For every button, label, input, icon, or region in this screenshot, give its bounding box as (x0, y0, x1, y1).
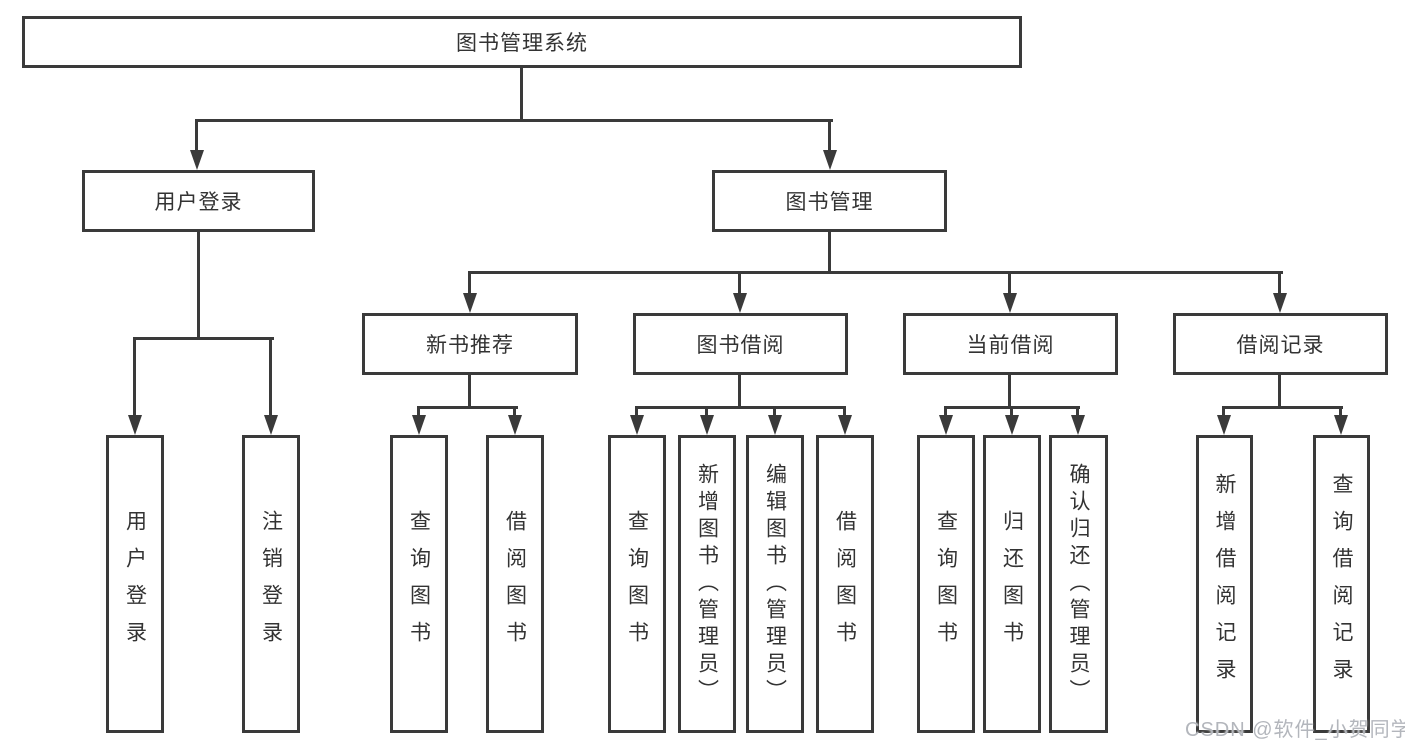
connector-line (1278, 375, 1281, 409)
connector-line (705, 406, 708, 419)
connector-line (134, 337, 274, 340)
node-leaf-borrow-book-2: 借阅图书 (816, 435, 874, 733)
connector-line (828, 119, 831, 153)
connector-line (417, 406, 420, 419)
connector-line (773, 406, 776, 419)
connector-line (738, 271, 741, 296)
connector-line (636, 406, 846, 409)
node-borrow-records: 借阅记录 (1173, 313, 1388, 375)
node-leaf-logout: 注销登录 (242, 435, 300, 733)
arrowhead-down-icon (1334, 415, 1348, 435)
connector-line (269, 337, 272, 417)
arrowhead-down-icon (264, 415, 278, 435)
node-leaf-query-book-3: 查询图书 (917, 435, 975, 733)
arrowhead-down-icon (1273, 293, 1287, 313)
connector-line (513, 406, 516, 419)
node-leaf-query-book-2: 查询图书 (608, 435, 666, 733)
connector-line (1222, 406, 1343, 409)
arrowhead-down-icon (508, 415, 522, 435)
arrowhead-down-icon (463, 293, 477, 313)
arrowhead-down-icon (823, 150, 837, 170)
arrowhead-down-icon (190, 150, 204, 170)
connector-line (738, 375, 741, 409)
node-leaf-confirm-return: 确认归还（管理员） (1049, 435, 1108, 733)
connector-line (196, 119, 833, 122)
node-book-mgmt: 图书管理 (712, 170, 947, 232)
arrowhead-down-icon (128, 415, 142, 435)
connector-line (418, 406, 518, 409)
connector-line (1278, 271, 1281, 296)
connector-line (1008, 271, 1011, 296)
arrowhead-down-icon (700, 415, 714, 435)
connector-line (133, 337, 136, 417)
connector-line (520, 68, 523, 121)
connector-line (828, 232, 831, 273)
node-root: 图书管理系统 (22, 16, 1022, 68)
arrowhead-down-icon (768, 415, 782, 435)
arrowhead-down-icon (630, 415, 644, 435)
arrowhead-down-icon (939, 415, 953, 435)
connector-line (843, 406, 846, 419)
connector-line (195, 119, 198, 153)
node-leaf-return-book: 归还图书 (983, 435, 1041, 733)
arrowhead-down-icon (1005, 415, 1019, 435)
connector-line (469, 271, 1283, 274)
connector-line (197, 232, 200, 340)
arrowhead-down-icon (1071, 415, 1085, 435)
connector-line (1010, 406, 1013, 419)
connector-line (1222, 406, 1225, 419)
arrowhead-down-icon (1217, 415, 1231, 435)
connector-line (1008, 375, 1011, 409)
node-leaf-edit-book: 编辑图书（管理员） (746, 435, 804, 733)
node-leaf-query-book-1: 查询图书 (390, 435, 448, 733)
arrowhead-down-icon (412, 415, 426, 435)
connector-line (635, 406, 638, 419)
node-user-login: 用户登录 (82, 170, 315, 232)
arrowhead-down-icon (838, 415, 852, 435)
node-leaf-borrow-book-1: 借阅图书 (486, 435, 544, 733)
node-leaf-add-book: 新增图书（管理员） (678, 435, 736, 733)
arrowhead-down-icon (1003, 293, 1017, 313)
node-new-book-recommend: 新书推荐 (362, 313, 578, 375)
watermark: CSDN @软件_小贺同学 (1185, 719, 1405, 741)
connector-line (944, 406, 947, 419)
node-book-borrow: 图书借阅 (633, 313, 848, 375)
arrowhead-down-icon (733, 293, 747, 313)
node-current-borrow: 当前借阅 (903, 313, 1118, 375)
node-leaf-query-borrow-record: 查询借阅记录 (1313, 435, 1370, 733)
node-leaf-add-borrow-record: 新增借阅记录 (1196, 435, 1253, 733)
node-leaf-user-login: 用户登录 (106, 435, 164, 733)
connector-line (1339, 406, 1342, 419)
connector-line (1076, 406, 1079, 419)
connector-line (468, 271, 471, 296)
connector-line (468, 375, 471, 409)
